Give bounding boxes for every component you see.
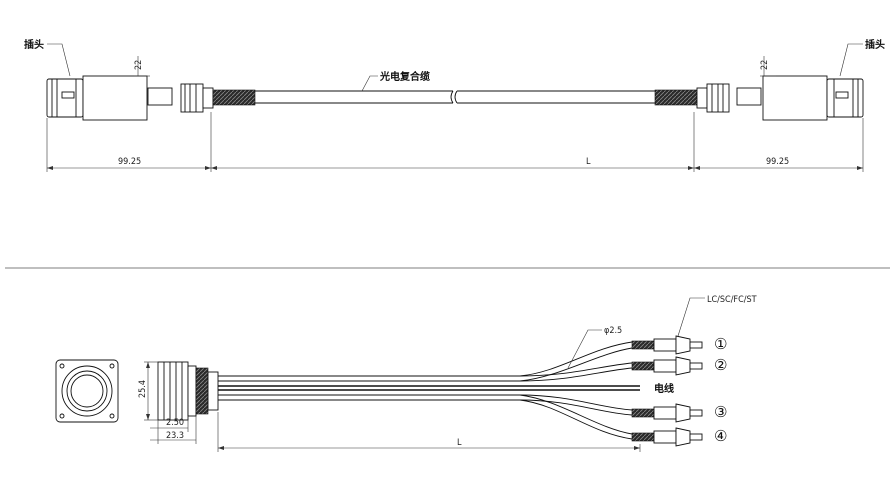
- bottom-assembly: ① ② ③ ④ LC/SC/FC/ST φ2.5 电线 25.4 2.50 23…: [55, 295, 757, 452]
- composite-cable: [255, 90, 655, 104]
- height-dim-right: 22: [760, 60, 770, 70]
- receptacle-front-view: [55, 359, 119, 423]
- fiber-diameter-leader: [567, 329, 602, 369]
- receptacle-side-view: [157, 361, 219, 421]
- fiber-connectors: [631, 335, 703, 447]
- length-left: 99.25: [118, 157, 141, 167]
- height-dim-left: 22: [134, 60, 144, 70]
- branch-number-3: ③: [714, 403, 727, 421]
- fiber-connector-2: [631, 356, 703, 376]
- fiber-connector-3: [631, 403, 703, 423]
- bottom-dimensions: [144, 361, 641, 452]
- length-right: 99.25: [766, 157, 789, 167]
- height-dim: 25.4: [138, 380, 148, 398]
- plug-right-label: 插头: [865, 38, 885, 51]
- top-assembly: 插头 插头 光电复合缆 22 22 99.25 L 99.25: [24, 38, 885, 172]
- cable-leader: [361, 75, 378, 92]
- left-plug: [46, 75, 256, 121]
- length-middle: L: [586, 157, 591, 167]
- dim-length: L: [457, 438, 462, 448]
- cable-label: 光电复合缆: [379, 70, 430, 83]
- connector-types-label: LC/SC/FC/ST: [707, 295, 757, 305]
- cable-bundle: [218, 375, 640, 401]
- plug-right-leader: [839, 43, 863, 77]
- branch-number-4: ④: [714, 427, 727, 445]
- right-plug: [654, 75, 864, 121]
- branch-number-2: ②: [714, 356, 727, 374]
- dim-flange: 2.50: [166, 418, 184, 428]
- branch-number-1: ①: [714, 335, 727, 353]
- plug-left-label: 插头: [24, 38, 44, 51]
- plug-left-leader: [47, 43, 71, 77]
- power-wire-label: 电线: [654, 382, 674, 395]
- connector-types-leader: [677, 297, 705, 337]
- length-dimensions: [46, 112, 864, 172]
- fiber-branches: [519, 341, 633, 440]
- fiber-connector-4: [631, 427, 703, 447]
- fiber-connector-1: [631, 335, 703, 355]
- fiber-diameter-label: φ2.5: [604, 326, 622, 336]
- dim-body: 23.3: [166, 431, 184, 441]
